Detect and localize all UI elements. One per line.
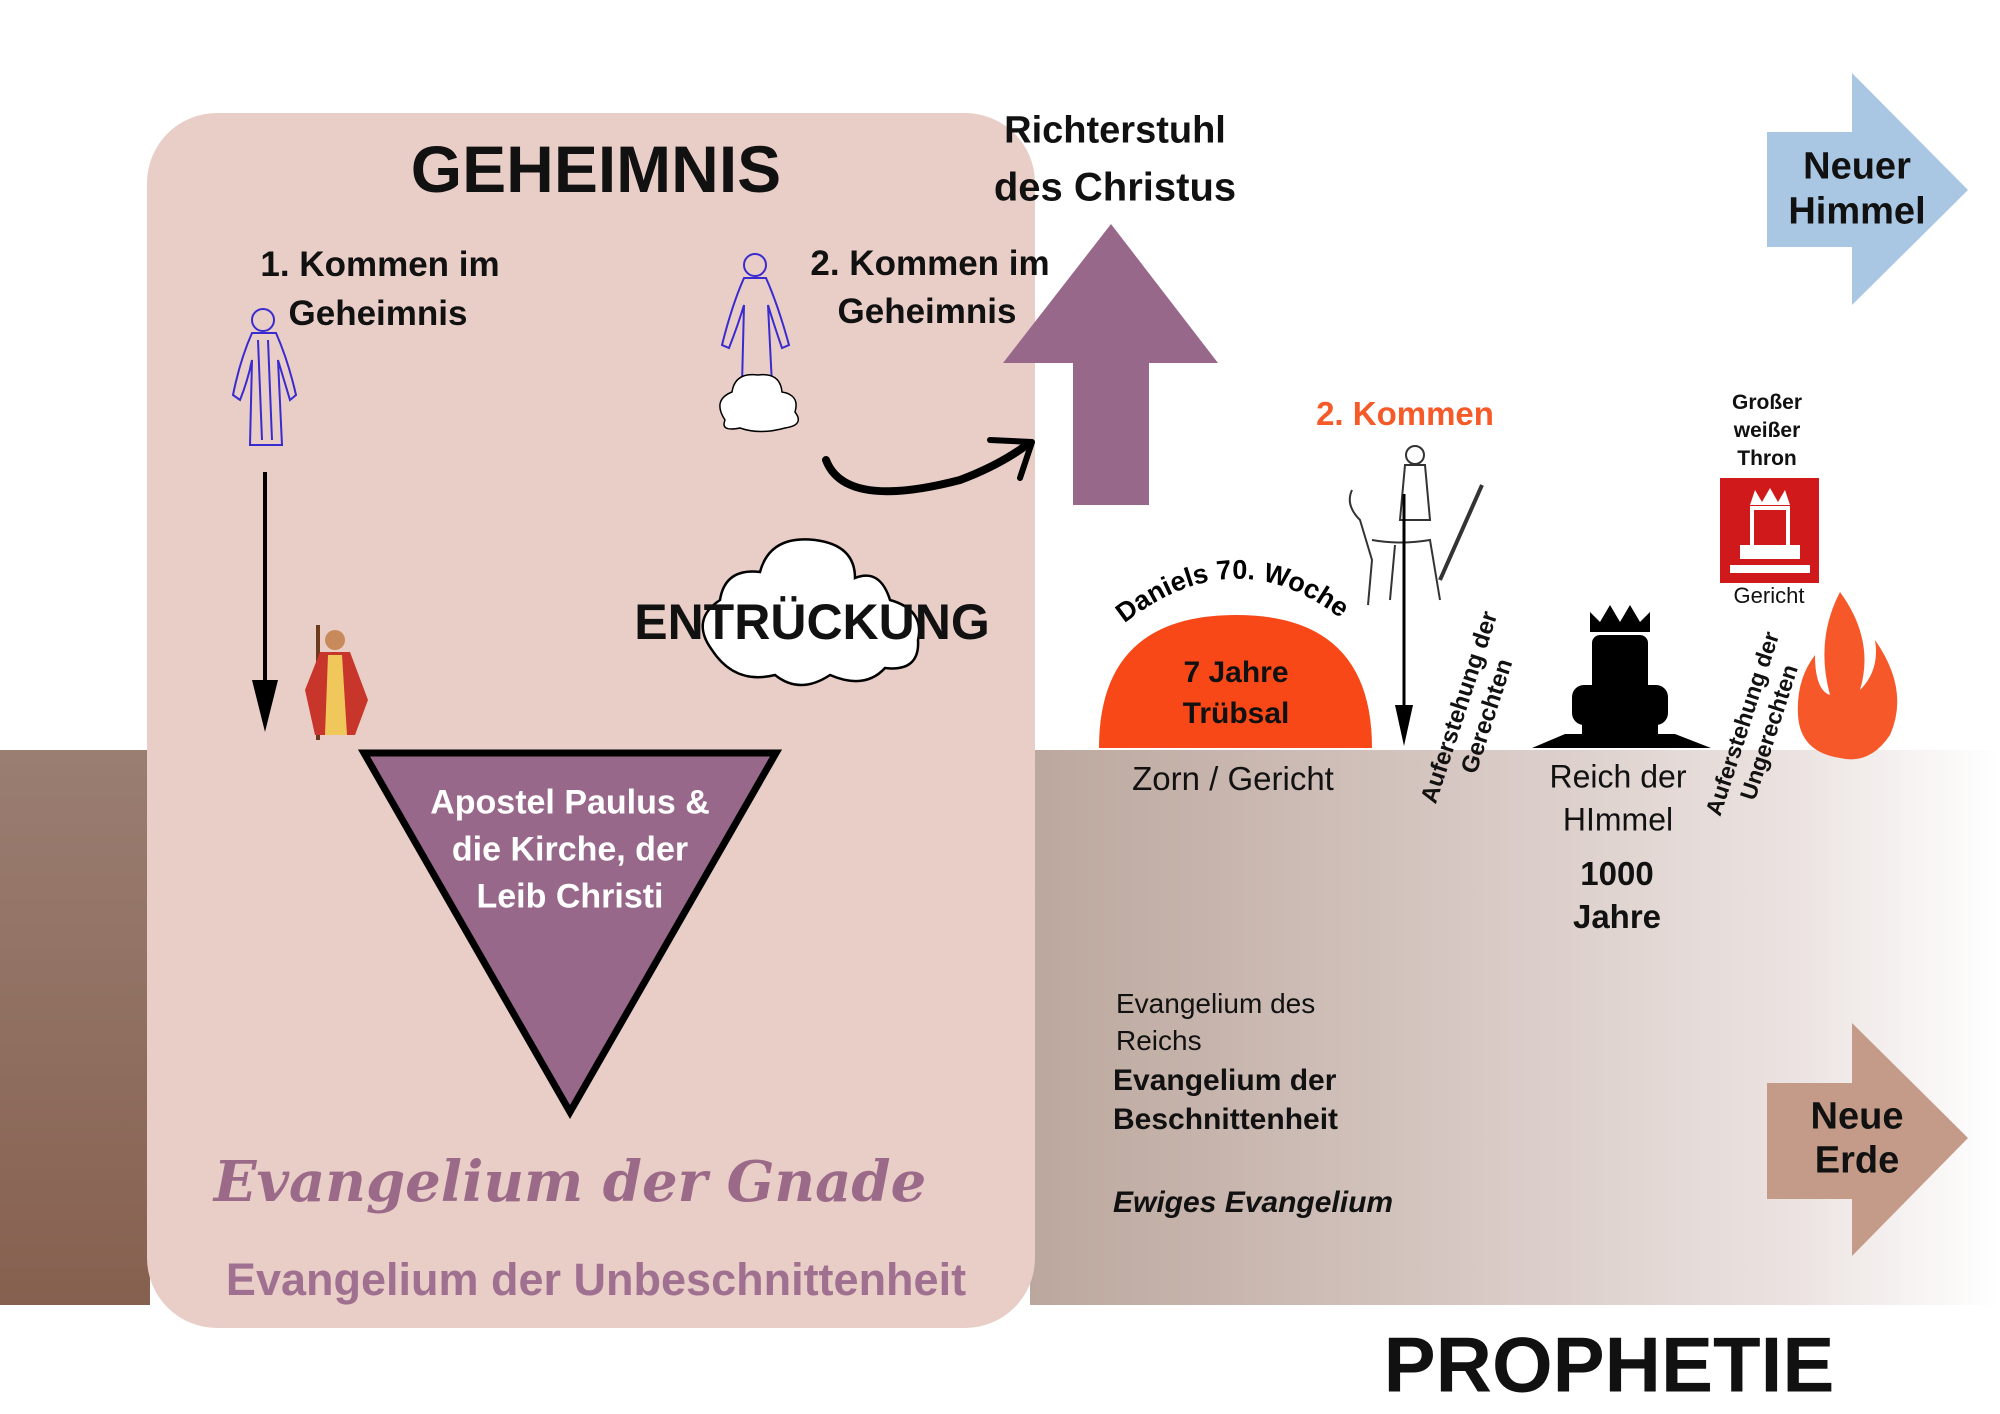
millennium-line2: Jahre [1572, 898, 1662, 935]
church-triangle [357, 749, 783, 1120]
timeline-band-prophecy [1030, 750, 2000, 1305]
tribulation-line2: Trübsal [1182, 697, 1290, 730]
paul-figure-icon [305, 625, 368, 740]
judgment-seat-line2: des Christus [993, 165, 1237, 210]
new-heaven-line1: Neuer [1803, 145, 1911, 188]
jesus-figure-icon [231, 308, 298, 446]
second-mystery-coming-line1: 2. Kommen im [810, 244, 1050, 283]
gospel-eternal: Ewiges Evangelium [1113, 1186, 1394, 1219]
judgment-seat-line1: Richterstuhl [1004, 109, 1226, 152]
new-earth-arrow [1767, 1023, 1968, 1256]
judgment-seat-arrow [1003, 224, 1218, 505]
triangle-line3: Leib Christi [476, 877, 664, 916]
gospel-circumcision-line2: Beschnittenheit [1113, 1103, 1339, 1136]
wrath-label: Zorn / Gericht [1132, 760, 1334, 797]
mystery-panel [147, 113, 1035, 1328]
down-arrow-icon [252, 472, 278, 732]
first-coming-line2: Geheimnis [288, 294, 468, 333]
kingdom-line2: HImmel [1562, 801, 1674, 838]
timeline-band-left [0, 750, 150, 1305]
curved-arrow-icon [822, 437, 1035, 496]
new-earth-line1: Neue [1810, 1095, 1904, 1138]
tribulation-dome [1099, 615, 1372, 748]
new-earth-line2: Erde [1814, 1139, 1900, 1182]
tribulation-line1: 7 Jahre [1183, 656, 1289, 689]
fire-icon [1797, 592, 1898, 760]
white-throne-line1: Großer [1731, 391, 1803, 414]
white-throne-line2: weißer [1733, 419, 1801, 442]
great-white-throne-icon [1720, 478, 1819, 583]
second-coming-label: 2. Kommen [1316, 395, 1494, 432]
gospel-kingdom-line1: Evangelium des [1116, 988, 1316, 1019]
first-coming-line1: 1. Kommen im [260, 245, 500, 284]
millennium-line1: 1000 [1580, 855, 1654, 892]
jesus-on-cloud-icon [719, 253, 800, 433]
gospel-circumcision-line1: Evangelium der [1113, 1064, 1337, 1097]
mystery-title: GEHEIMNIS [410, 132, 782, 206]
gospel-grace: Evangelium der Gnade [213, 1149, 927, 1215]
prophecy-title: PROPHETIE [1383, 1320, 1835, 1409]
new-heaven-line2: Himmel [1788, 190, 1926, 233]
rider-on-horse-icon [1348, 445, 1484, 606]
rapture-label: ENTRÜCKUNG [634, 594, 990, 650]
triangle-line2: die Kirche, der [451, 830, 689, 869]
rapture-cloud-icon [701, 538, 921, 687]
down-arrow-icon [1395, 494, 1413, 746]
white-throne-line3: Thron [1737, 447, 1797, 470]
triangle-line1: Apostel Paulus & [430, 783, 710, 822]
new-heaven-arrow [1767, 73, 1968, 305]
second-mystery-coming-line2: Geheimnis [837, 292, 1017, 331]
gospel-kingdom-line2: Reichs [1116, 1025, 1202, 1056]
judgment-label: Gericht [1733, 583, 1805, 608]
throne-icon [1532, 605, 1711, 748]
kingdom-line1: Reich der [1549, 758, 1687, 795]
gospel-uncircumcision: Evangelium der Unbeschnittenheit [225, 1254, 967, 1305]
